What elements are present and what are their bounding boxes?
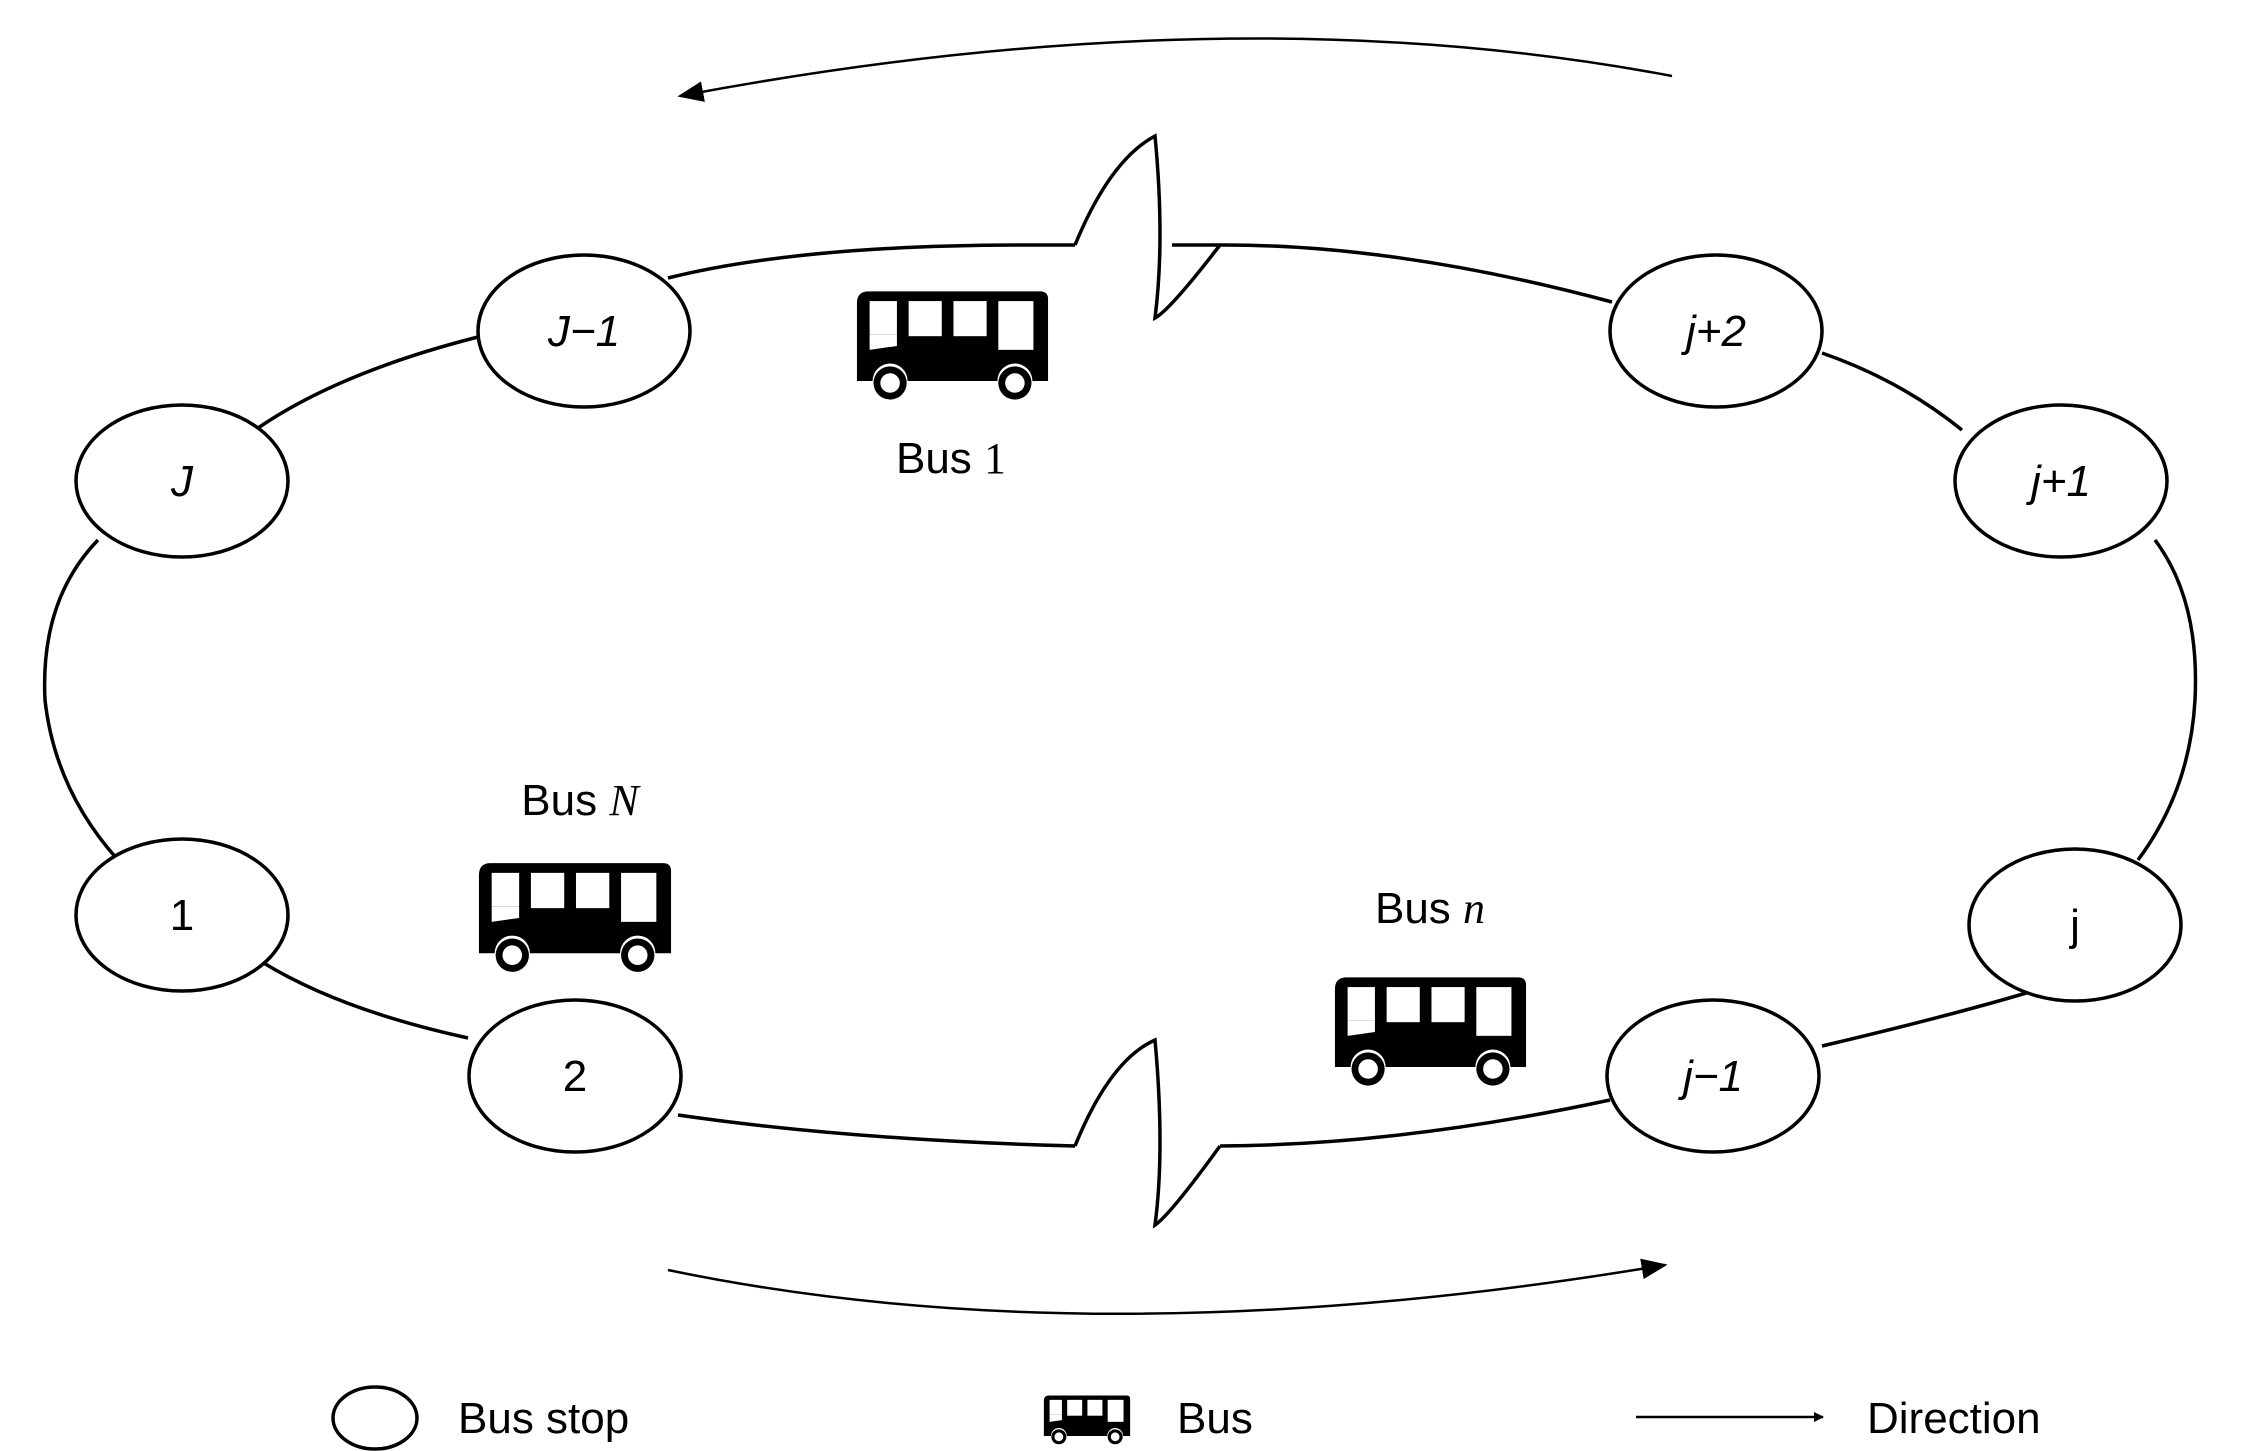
track-segment bbox=[2136, 538, 2198, 862]
bus-stop-j+1: j+1 bbox=[1953, 403, 2169, 559]
bus-stops: J J−1 1 2 j+2 j+1 j j−1 bbox=[74, 253, 2183, 1154]
track-segment bbox=[257, 335, 479, 430]
bus-n-label: Bus n bbox=[1375, 884, 1485, 933]
bus-N-label: Bus N bbox=[521, 776, 641, 825]
track-segment bbox=[1073, 133, 1222, 322]
bus-stop-ellipse-icon bbox=[1605, 998, 1821, 1154]
bus-stop-ellipse-icon bbox=[1967, 847, 2183, 1003]
bus-stop-label: j+2 bbox=[1681, 307, 1746, 356]
bus-route-track bbox=[42, 133, 2198, 1229]
bus-stop-J-1: J−1 bbox=[476, 253, 692, 409]
bus-stop-1: 1 bbox=[74, 837, 290, 993]
track-segment bbox=[1172, 243, 1613, 304]
bus-stop-j-1: j−1 bbox=[1605, 998, 1821, 1154]
bus-stop-label: J−1 bbox=[547, 307, 620, 356]
bus-stop-ellipse-icon bbox=[1953, 403, 2169, 559]
track-segment bbox=[42, 538, 120, 862]
bus-stop-label: 2 bbox=[563, 1052, 587, 1101]
bus-icon bbox=[478, 863, 672, 972]
legend-bus-stop-label: Bus stop bbox=[458, 1394, 629, 1443]
bus-stop-label: j bbox=[2068, 901, 2080, 950]
bus-icon bbox=[1334, 977, 1527, 1086]
legend-bus-label: Bus bbox=[1177, 1394, 1253, 1443]
bus-stop-2: 2 bbox=[467, 998, 683, 1154]
track-segment bbox=[1073, 1037, 1222, 1229]
bus-stop-ellipse-icon bbox=[467, 998, 683, 1154]
bus-stop-label: 1 bbox=[170, 891, 194, 940]
bus-1-label: Bus 1 bbox=[896, 434, 1006, 483]
track-segment bbox=[261, 960, 469, 1040]
track-segment bbox=[1219, 1098, 1611, 1148]
bus-stop-label: J bbox=[170, 457, 194, 506]
bus-stop-ellipse-icon bbox=[1608, 253, 1824, 409]
bus-stop-j: j bbox=[1967, 847, 2183, 1003]
bus-stop-label: j−1 bbox=[1678, 1052, 1743, 1101]
bus-1: Bus 1 bbox=[856, 291, 1049, 483]
bus-icon bbox=[856, 291, 1049, 400]
bus-stop-label: j+1 bbox=[2026, 457, 2091, 506]
legend-direction-label: Direction bbox=[1867, 1394, 2041, 1443]
track-segment bbox=[677, 1113, 1076, 1148]
bus-stop-ellipse-icon bbox=[476, 253, 692, 409]
track-segment bbox=[667, 243, 1075, 280]
bus-stop-j+2: j+2 bbox=[1608, 253, 1824, 409]
legend-bus-stop-icon bbox=[331, 1385, 419, 1451]
bus-n: Bus n bbox=[1334, 884, 1527, 1086]
legend-bus-icon bbox=[1043, 1395, 1131, 1445]
bus-stop-J: J bbox=[74, 403, 290, 559]
bus-N: Bus N bbox=[478, 776, 672, 972]
bus-stop-ellipse-icon bbox=[74, 403, 290, 559]
direction-arrow-bottom bbox=[667, 1258, 1668, 1315]
legend: Bus stop Bus Direction bbox=[331, 1385, 2041, 1451]
track-segment bbox=[1821, 351, 1964, 432]
bus-stop-ellipse-icon bbox=[74, 837, 290, 993]
direction-arrow-top bbox=[677, 37, 1673, 102]
